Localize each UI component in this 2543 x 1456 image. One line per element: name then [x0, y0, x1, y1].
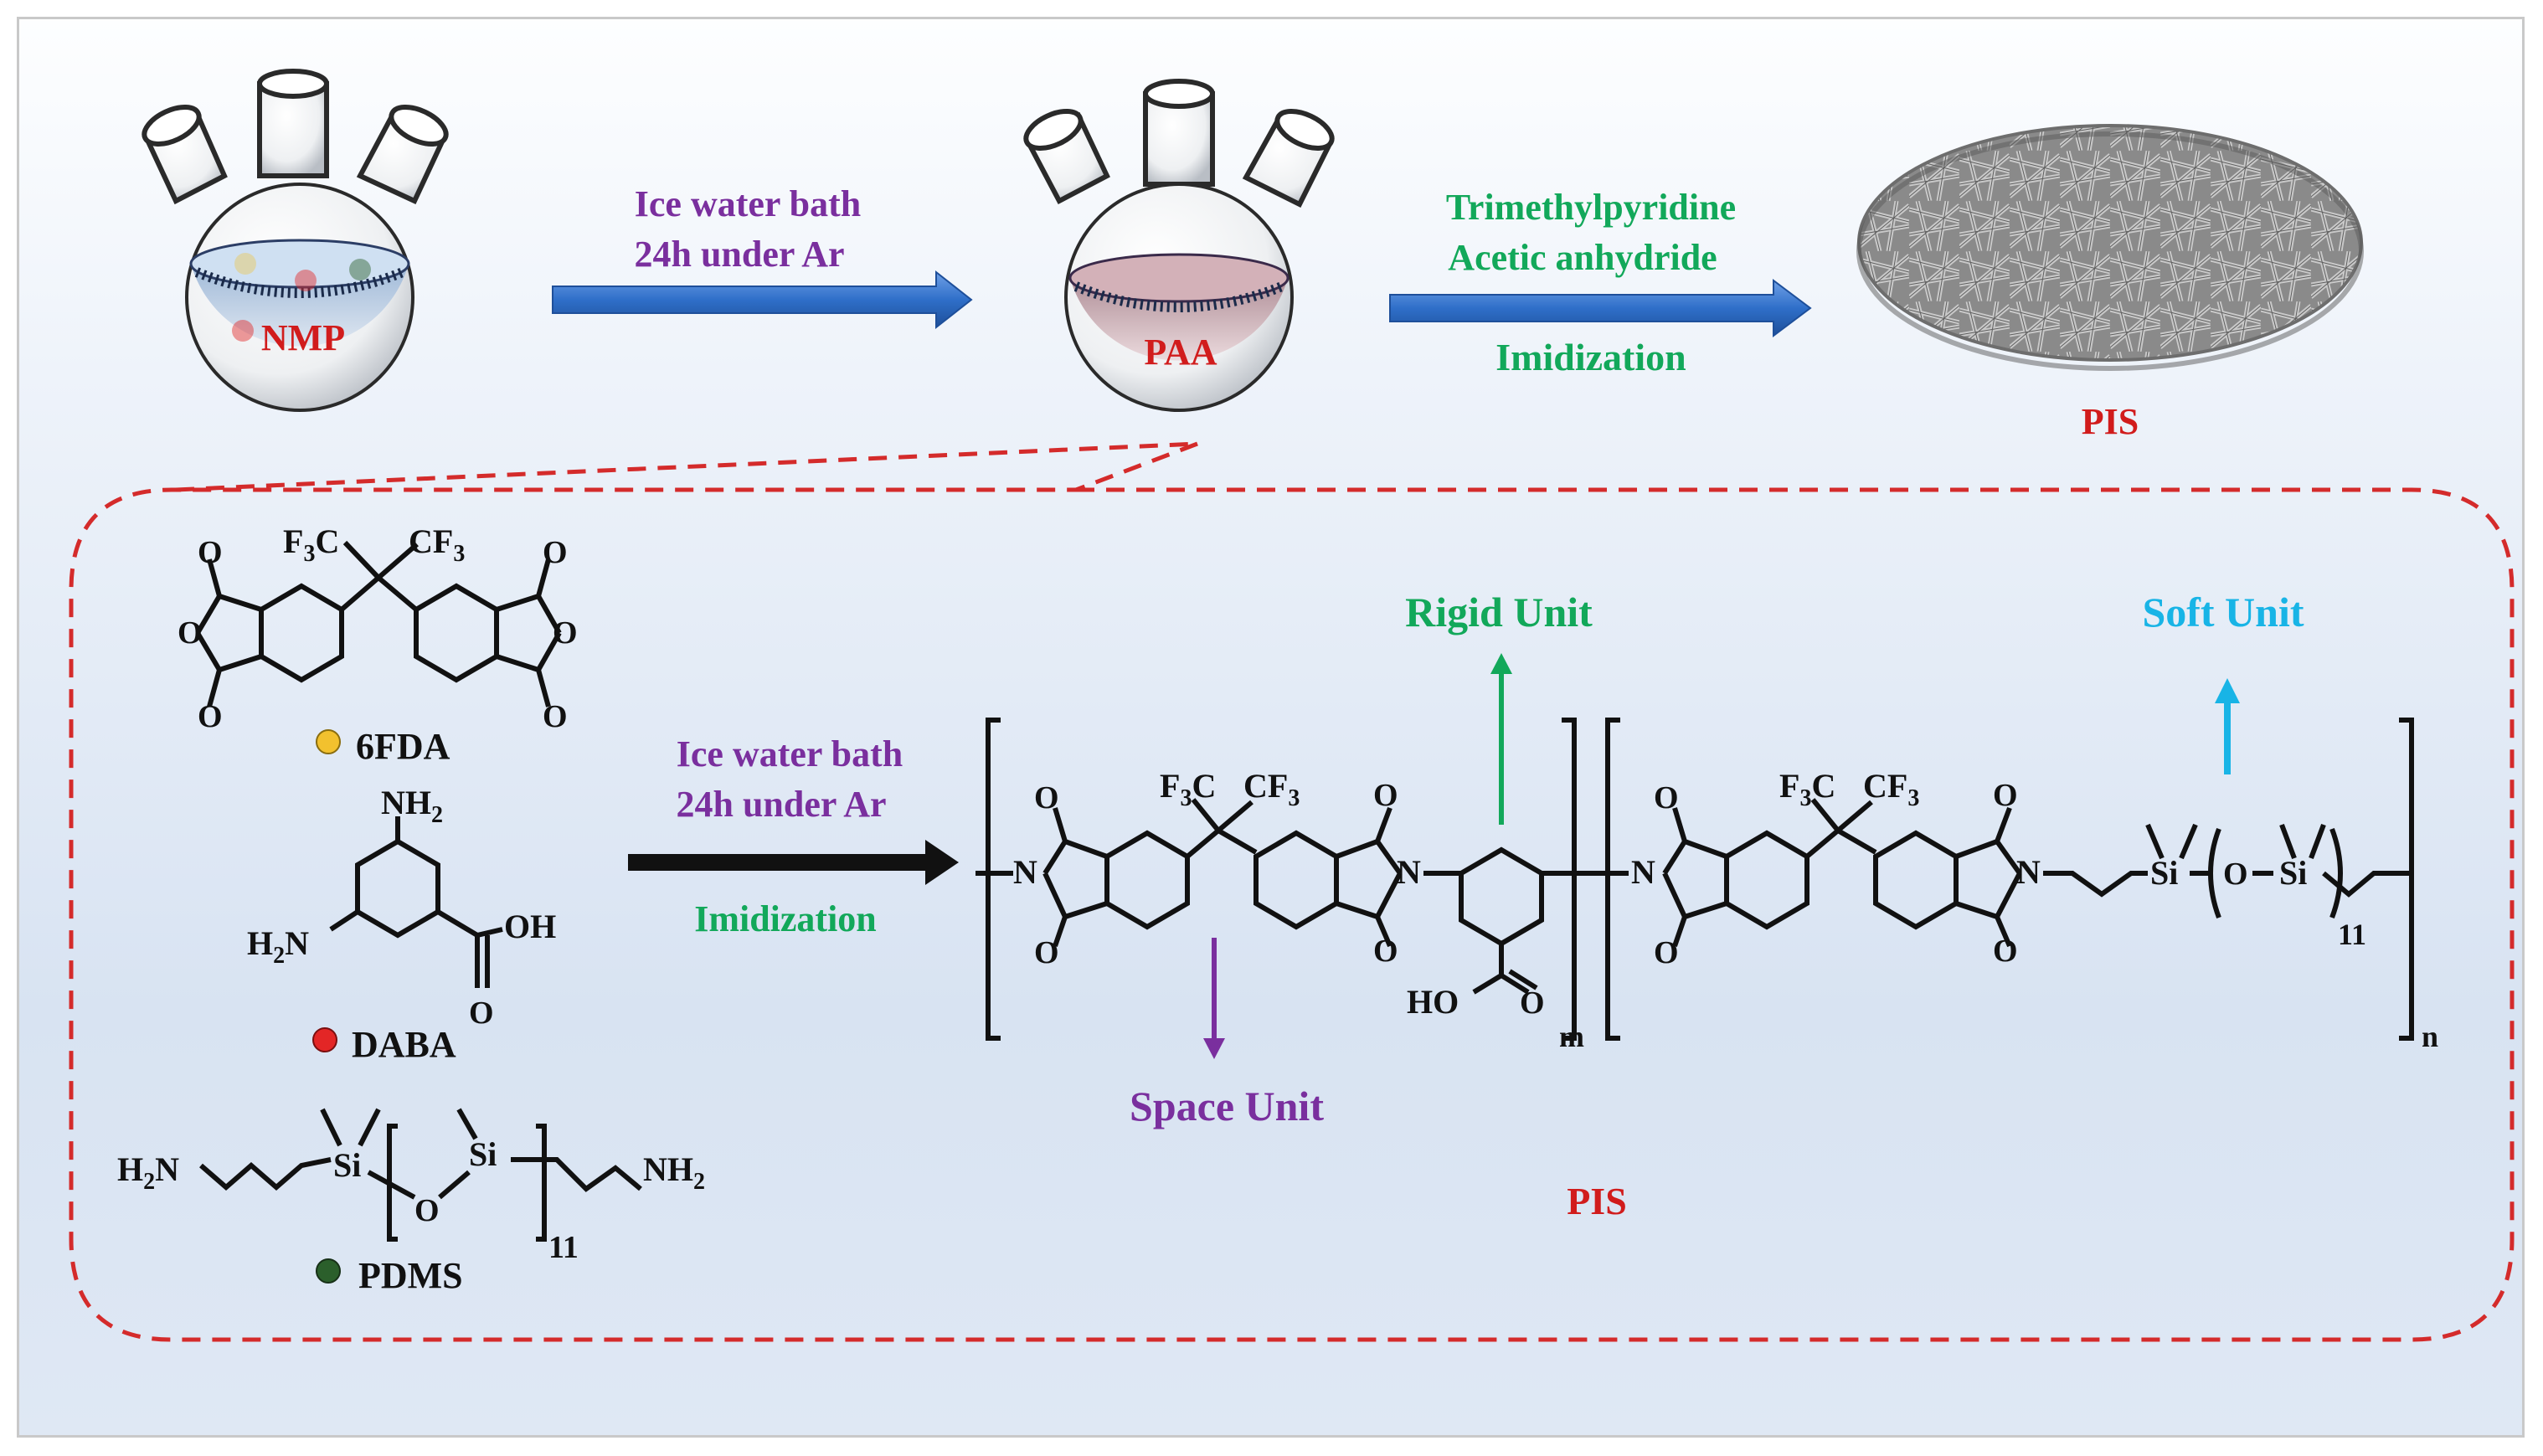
svg-text:O: O	[198, 699, 223, 734]
polymer-labels: N O O F3C CF3 O O N HO O m N O O F3C CF3…	[1013, 767, 2438, 1053]
flask-2	[1023, 79, 1335, 412]
step-1-line-1: Ice water bath	[635, 183, 861, 224]
rigid-unit-label: Rigid Unit	[1405, 589, 1593, 635]
svg-text:F3C: F3C	[1779, 767, 1835, 811]
svg-text:F3C: F3C	[283, 522, 339, 567]
step-2-line-2: Acetic anhydride	[1448, 237, 1717, 278]
dot-6fda	[316, 729, 341, 754]
polymer-structure	[976, 718, 2414, 1041]
svg-text:O: O	[543, 535, 568, 570]
svg-text:Si: Si	[333, 1146, 361, 1184]
svg-text:CF3: CF3	[1243, 767, 1300, 811]
svg-text:OH: OH	[504, 908, 556, 945]
fiber-membrane-image	[1856, 124, 2364, 371]
reaction-arrow	[628, 840, 959, 885]
svg-text:n: n	[2422, 1020, 2438, 1053]
structure-6fda	[195, 540, 562, 707]
step-1-arrow	[552, 270, 973, 330]
monomer-pdms-name: PDMS	[358, 1255, 463, 1296]
labels-daba: NH2 H2N OH O	[247, 784, 556, 1031]
step-2-line-1: Trimethylpyridine	[1446, 187, 1736, 228]
step-1-line-2: 24h under Ar	[634, 234, 844, 275]
svg-text:m: m	[1559, 1020, 1584, 1053]
space-unit-label: Space Unit	[1130, 1083, 1324, 1129]
svg-text:CF3: CF3	[1863, 767, 1919, 811]
svg-text:O: O	[1034, 780, 1059, 815]
svg-text:O: O	[1373, 778, 1398, 813]
svg-text:N: N	[2016, 853, 2041, 891]
svg-text:N: N	[1631, 853, 1655, 891]
svg-text:Si: Si	[2150, 854, 2178, 892]
svg-text:11: 11	[548, 1230, 579, 1265]
dot-pdms-in-flask	[349, 259, 371, 280]
svg-text:O: O	[178, 615, 203, 651]
svg-text:O: O	[2223, 857, 2248, 892]
svg-text:NH2: NH2	[381, 784, 443, 828]
dot-daba-in-flask	[295, 270, 317, 291]
labels-6fda: F3C CF3 O O O O O O	[178, 522, 578, 734]
svg-text:O: O	[1520, 985, 1545, 1021]
monomer-daba-name: DABA	[352, 1024, 456, 1065]
step-2-arrow	[1389, 279, 1812, 337]
svg-text:F3C: F3C	[1160, 767, 1216, 811]
svg-text:H2N: H2N	[117, 1150, 179, 1195]
svg-text:11: 11	[2338, 918, 2366, 951]
dot-pdms	[316, 1258, 341, 1284]
svg-text:O: O	[469, 996, 494, 1031]
structure-daba	[329, 816, 503, 988]
svg-text:O: O	[543, 699, 568, 734]
dot-6fda-in-flask	[234, 253, 256, 275]
soft-unit-label: Soft Unit	[2142, 589, 2304, 635]
dot-daba	[312, 1027, 337, 1052]
svg-text:Si: Si	[469, 1135, 497, 1173]
svg-text:O: O	[414, 1193, 440, 1228]
structure-pdms	[199, 1108, 642, 1242]
svg-text:N: N	[1013, 853, 1037, 891]
flask-1	[142, 69, 449, 412]
svg-text:NH2: NH2	[643, 1150, 705, 1195]
svg-text:HO: HO	[1407, 983, 1459, 1021]
svg-text:CF3: CF3	[409, 522, 465, 567]
reaction-line-2: 24h under Ar	[676, 784, 886, 825]
svg-text:Si: Si	[2279, 854, 2307, 892]
flask-1-label: NMP	[261, 317, 345, 358]
polymer-name: PIS	[1567, 1180, 1627, 1222]
reaction-line-1: Ice water bath	[677, 733, 903, 774]
svg-text:N: N	[1397, 853, 1421, 891]
svg-text:O: O	[553, 615, 578, 651]
svg-text:O: O	[1373, 934, 1398, 969]
labels-pdms: H2N Si O Si 11 NH2	[117, 1135, 705, 1265]
svg-text:O: O	[1993, 934, 2018, 969]
step-2-line-3: Imidization	[1495, 336, 1686, 378]
svg-text:O: O	[1654, 780, 1679, 815]
monomer-6fda-name: 6FDA	[356, 726, 450, 767]
svg-text:O: O	[1993, 778, 2018, 813]
svg-text:O: O	[198, 535, 223, 570]
flask-2-label: PAA	[1144, 332, 1217, 373]
reaction-line-3: Imidization	[694, 898, 877, 939]
svg-text:O: O	[1654, 935, 1679, 970]
product-label: PIS	[2082, 401, 2139, 442]
svg-text:H2N: H2N	[247, 924, 309, 969]
svg-text:O: O	[1034, 935, 1059, 970]
